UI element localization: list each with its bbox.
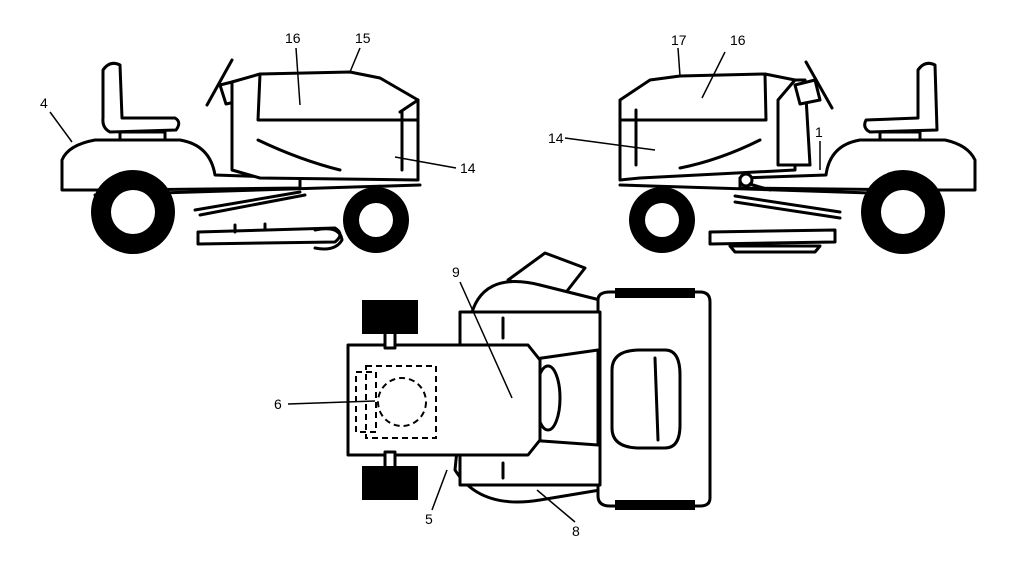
- label-8-top: 8: [572, 523, 580, 539]
- left-side-view: [60, 58, 422, 254]
- label-4-left: 4: [40, 95, 48, 111]
- callout-labels: 4 16 15 14 17 16 14 1 9 6 5 8: [40, 30, 823, 539]
- label-15-left: 15: [355, 30, 371, 46]
- right-side-view: [618, 60, 977, 254]
- label-14-left: 14: [460, 160, 476, 176]
- label-16-right: 16: [730, 32, 746, 48]
- leader-lines: [49, 47, 821, 523]
- label-14-right: 14: [548, 130, 564, 146]
- label-16-left: 16: [285, 30, 301, 46]
- label-5-top: 5: [425, 511, 433, 527]
- top-view: [346, 251, 712, 510]
- label-17-right: 17: [671, 32, 687, 48]
- label-6-top: 6: [274, 396, 282, 412]
- label-1-right: 1: [815, 124, 823, 140]
- label-9-top: 9: [452, 264, 460, 280]
